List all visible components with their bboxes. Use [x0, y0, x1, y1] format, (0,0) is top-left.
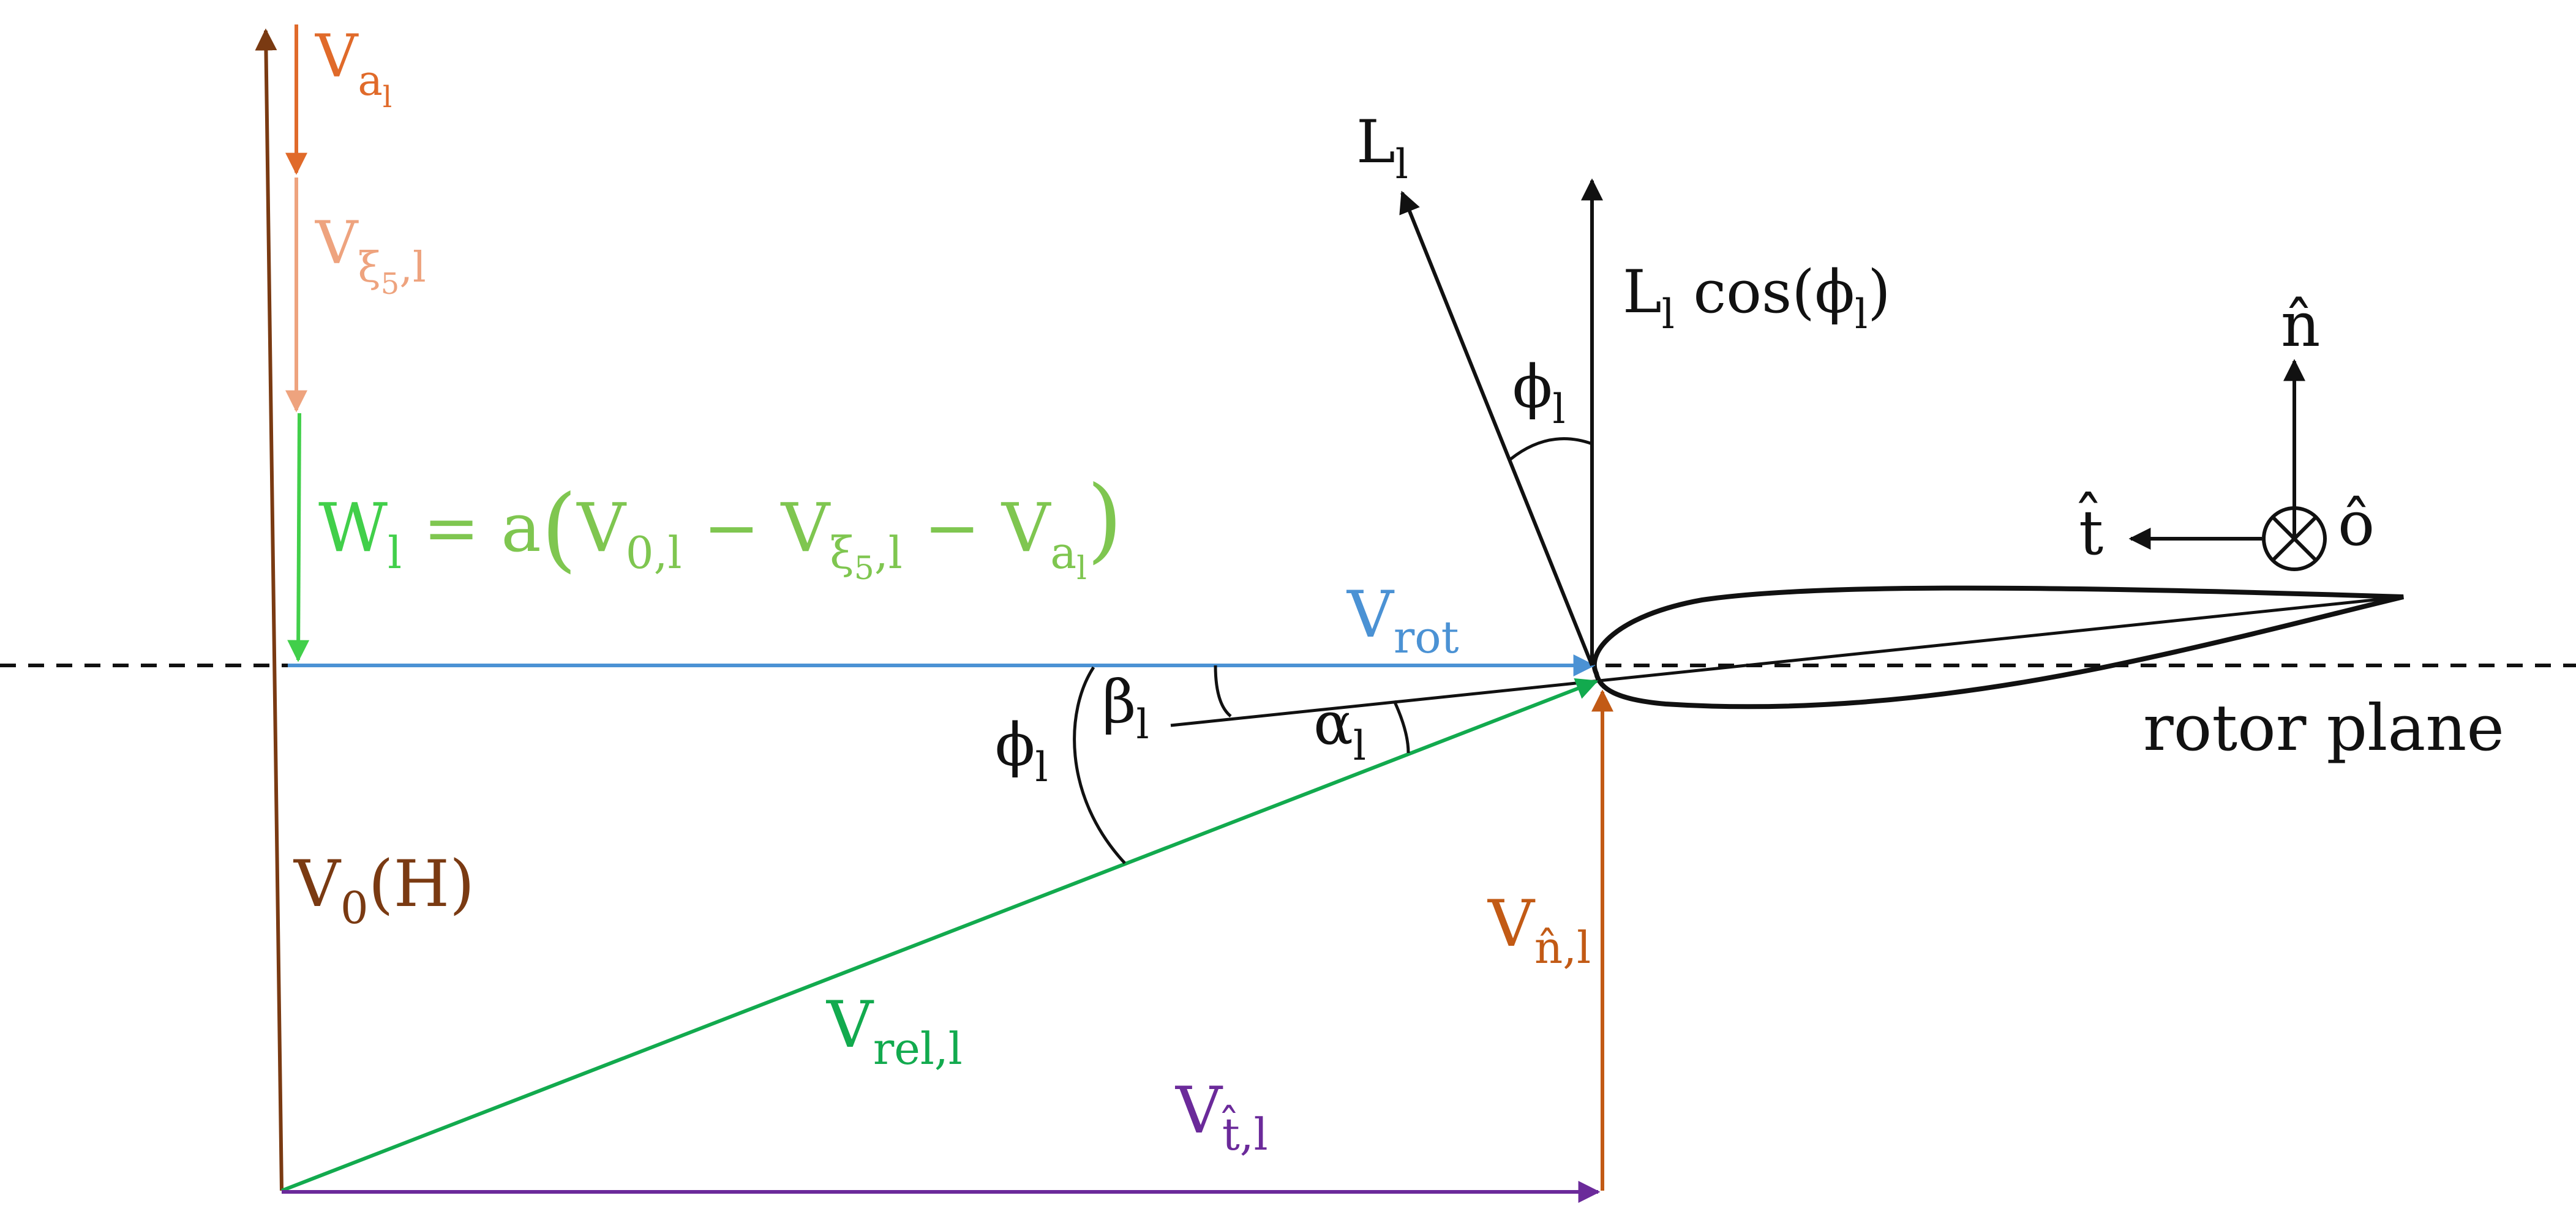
alpha-label: αl: [1313, 689, 1366, 769]
va-label: Val: [315, 22, 392, 114]
beta-label: βl: [1102, 668, 1149, 748]
vxi-label: Vξ5,l: [315, 209, 426, 301]
v0-arrow: [255, 28, 284, 1191]
phi-left-label: ϕl: [995, 711, 1048, 791]
beta-arc: [1214, 665, 1232, 717]
vrel-label: Vrel,l: [825, 987, 963, 1074]
vrel-arrow: [280, 678, 1599, 1192]
vrot-label: Vrot: [1346, 577, 1459, 663]
v0h-label: V0(H): [293, 847, 475, 934]
lift-label: Ll: [1356, 108, 1408, 188]
airfoil: [1170, 585, 2404, 727]
phi-top-label: ϕl: [1512, 353, 1566, 433]
lcos-label: Ll cos(ϕl): [1623, 258, 1891, 338]
vt-label: Vt̂,l: [1174, 1073, 1268, 1160]
w-arrow: [287, 413, 310, 662]
alpha-arc: [1392, 700, 1410, 754]
o-hat-label: ô: [2338, 488, 2375, 560]
vn-label: Vn̂,l: [1487, 886, 1591, 973]
rotor-plane-label: rotor plane: [2143, 691, 2504, 765]
w-equation-label: Wl = a(V0,l − Vξ5,l − Val): [318, 466, 1122, 587]
o-axis-into-page-icon: [2262, 506, 2327, 571]
phi-top-arc: [1509, 437, 1593, 460]
chord-line: [1170, 595, 2404, 727]
phi-left-arc: [1073, 666, 1126, 864]
t-hat-label: t̂: [2078, 492, 2103, 569]
coordinate-system: [2128, 359, 2327, 571]
n-hat-label: n̂: [2281, 289, 2320, 361]
lift-arrow: [1399, 190, 1594, 667]
